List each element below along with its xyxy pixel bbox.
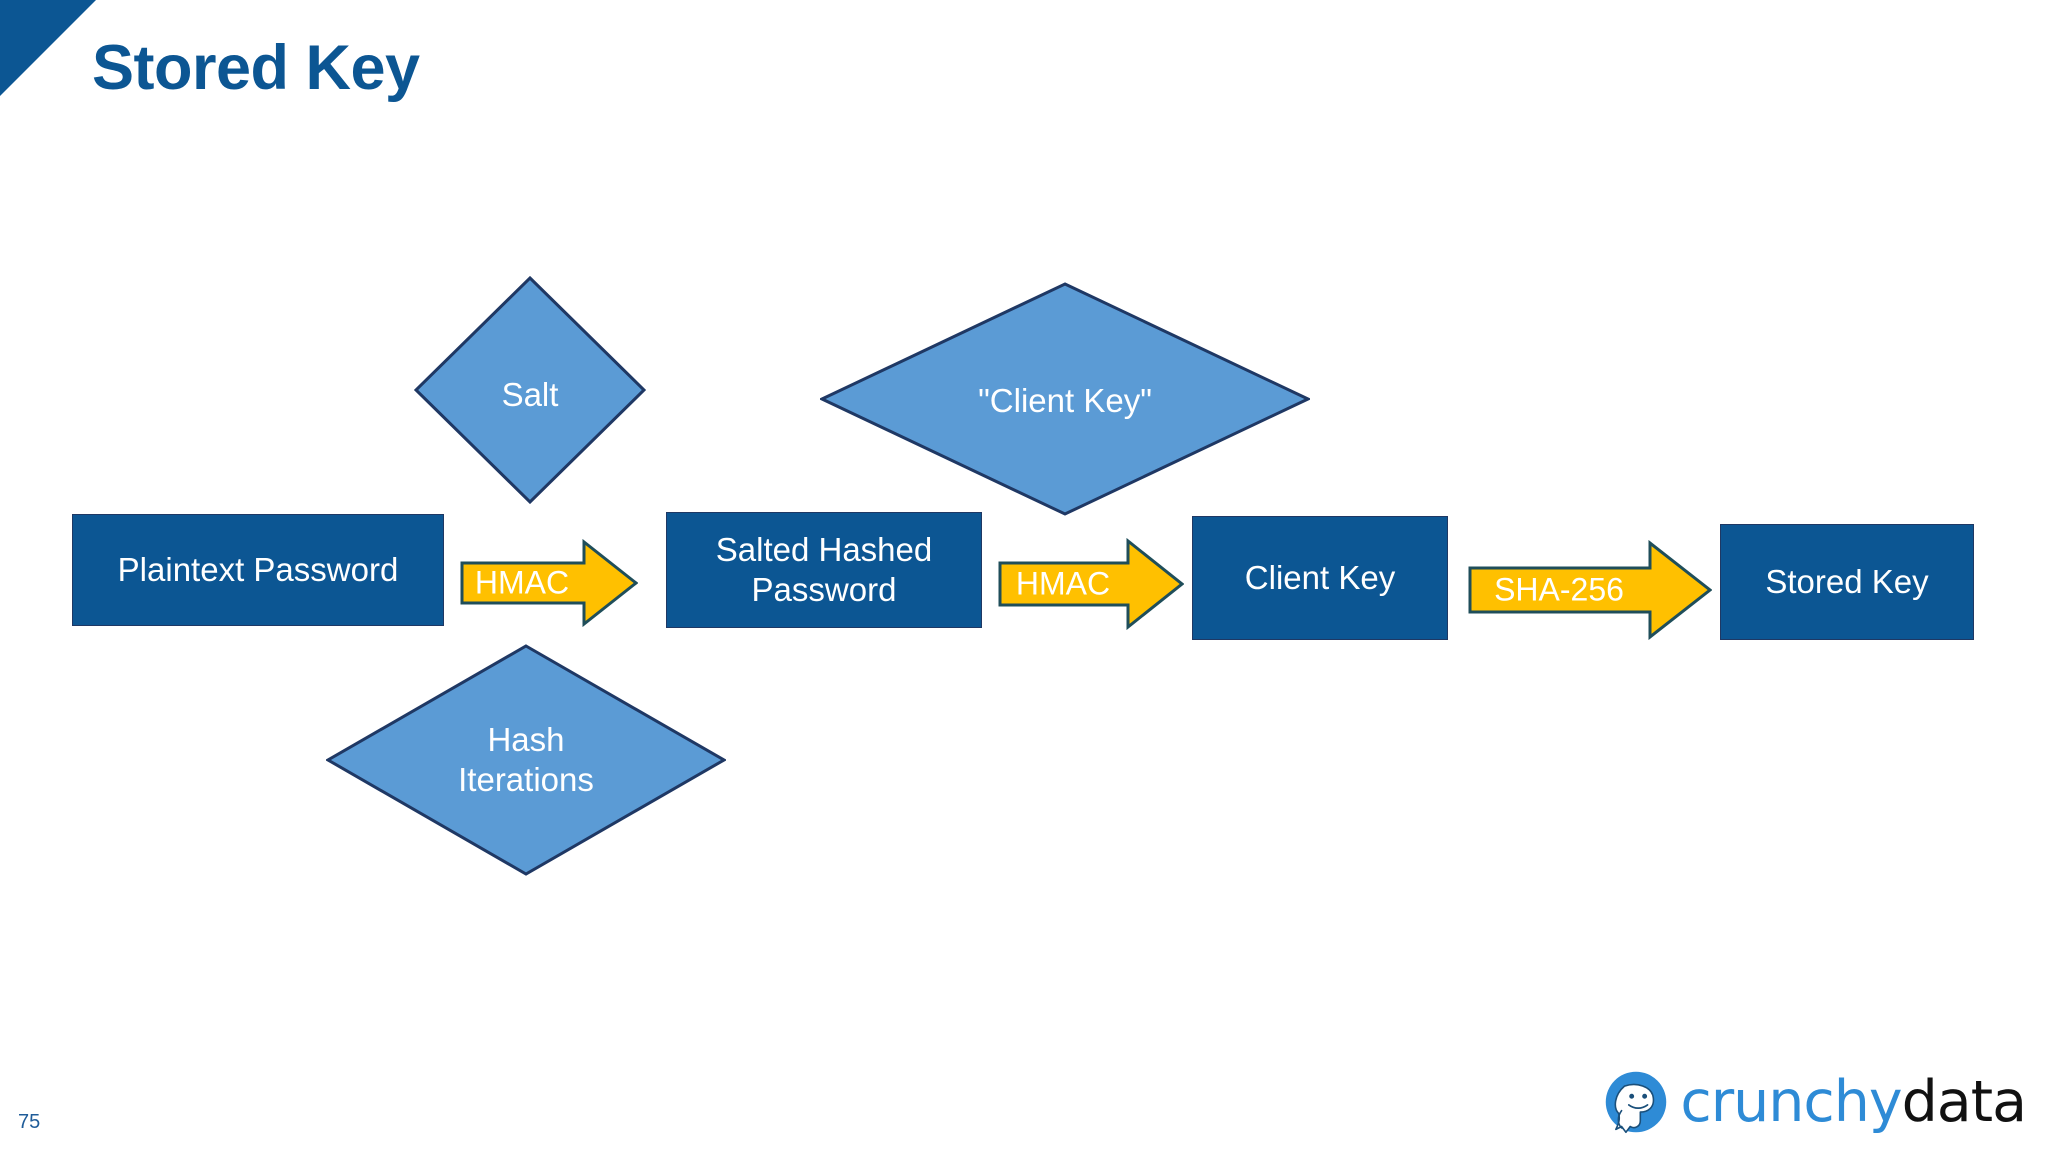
logo-brand-second: data [1901, 1068, 2027, 1135]
diamond-hash-iterations-label: Hash Iterations [326, 720, 726, 801]
arrow-hmac-1-label: HMAC [474, 564, 570, 601]
diamond-salt-label: Salt [501, 375, 559, 413]
box-stored-key-label: Stored Key [1765, 563, 1929, 601]
box-plaintext-password: Plaintext Password [72, 514, 444, 626]
diamond-client-key-literal: "Client Key" [820, 282, 1310, 516]
diamond-salt: Salt [414, 276, 646, 504]
box-client-key-label: Client Key [1244, 559, 1396, 597]
box-salted-hashed-password: Salted Hashed Password [666, 512, 982, 628]
hash-iterations-line-2: Iterations [458, 761, 594, 798]
hash-iterations-diamond-shape [326, 644, 726, 876]
hash-iterations-line-1: Hash [487, 720, 565, 758]
corner-wedge-decoration [0, 0, 96, 96]
client-key-literal-diamond-shape [820, 282, 1310, 516]
salted-hashed-password-line-2: Password [751, 571, 897, 608]
page-title: Stored Key [92, 33, 420, 103]
brand-logo: crunchydata [1600, 1066, 2027, 1138]
arrow-hmac-2-label: HMAC [1015, 565, 1111, 602]
box-client-key: Client Key [1192, 516, 1448, 640]
hmac-2-arrow-shape [998, 538, 1184, 630]
diamond-client-key-literal-label: "Client Key" [978, 381, 1152, 419]
arrow-sha-256-label: SHA-256 [1494, 571, 1624, 608]
sha-256-arrow-shape [1468, 540, 1712, 640]
salted-hashed-password-line-1: Salted Hashed [715, 531, 933, 569]
hmac-1-arrow-shape [460, 539, 638, 627]
page-number: 75 [18, 1111, 41, 1133]
salt-diamond-shape [414, 276, 646, 504]
box-salted-hashed-password-label: Salted Hashed Password [716, 530, 932, 609]
logo-wordmark: crunchydata [1680, 1073, 2027, 1131]
arrow-sha-256: SHA-256 [1468, 540, 1712, 640]
box-stored-key: Stored Key [1720, 524, 1974, 640]
crunchy-data-elephant-logo-icon [1606, 1071, 1667, 1134]
box-plaintext-password-label: Plaintext Password [117, 551, 399, 589]
diamond-hash-iterations: Hash Iterations [326, 644, 726, 876]
arrow-hmac-1: HMAC [460, 539, 638, 627]
logo-brand-first: crunchy [1680, 1068, 1902, 1135]
arrow-hmac-2: HMAC [998, 538, 1184, 630]
